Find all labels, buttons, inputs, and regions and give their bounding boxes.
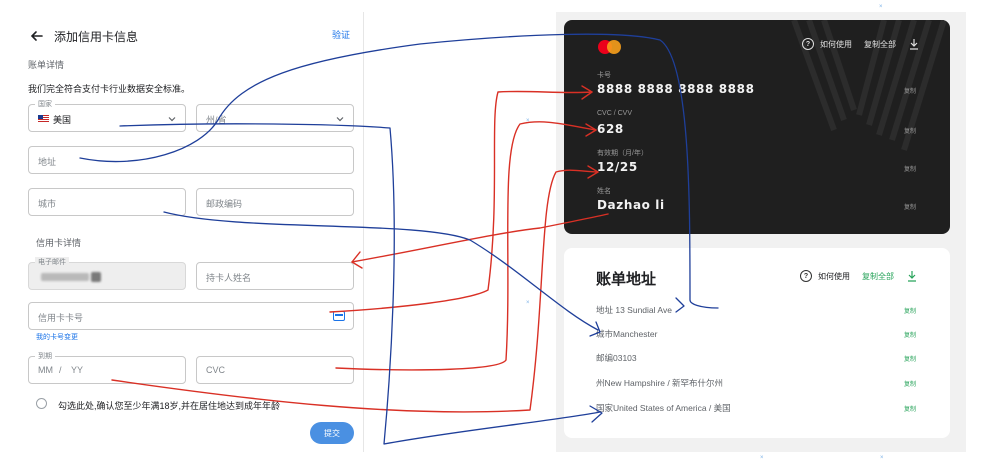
email-label: 电子邮件: [35, 257, 69, 267]
decor-cross: ×: [880, 455, 884, 461]
zip-placeholder: 邮政编码: [206, 199, 243, 209]
city-placeholder: 城市: [38, 199, 57, 209]
state-placeholder: 州/省: [206, 115, 227, 125]
us-flag-icon: [38, 115, 49, 123]
credit-card-form: 添加信用卡信息 验证 账单详情 我们完全符合支付卡行业数据安全标准。 国家 美国…: [18, 12, 364, 452]
change-card-link[interactable]: 我的卡号变更: [36, 334, 78, 341]
cardholder-input[interactable]: 持卡人姓名: [196, 262, 354, 290]
card-copy-all[interactable]: 复制全部: [864, 39, 896, 49]
billing-title: 账单地址: [596, 271, 657, 288]
copy-zip[interactable]: 复制: [903, 357, 916, 363]
cardholder-name-value: Dazhao li: [597, 198, 665, 212]
billing-section-label: 账单详情: [28, 60, 65, 70]
copy-state[interactable]: 复制: [903, 382, 916, 388]
form-header: 添加信用卡信息 验证: [28, 24, 354, 48]
billing-row-state: 州New Hampshire / 新罕布什尔州: [596, 378, 724, 388]
card-section-label: 信用卡详情: [36, 238, 82, 248]
email-field[interactable]: 电子邮件: [28, 257, 186, 290]
billing-help-link[interactable]: 如何使用: [818, 271, 850, 281]
billing-address-card: 账单地址 ? 如何使用 复制全部 地址 13 Sundial Ave 复制 城市…: [564, 248, 950, 438]
card-pattern: [791, 20, 947, 151]
billing-row-address: 地址 13 Sundial Ave: [596, 305, 672, 315]
copy-address[interactable]: 复制: [903, 309, 916, 315]
question-icon[interactable]: ?: [802, 38, 814, 50]
cvc-value: 628: [597, 122, 624, 136]
billing-copy-all[interactable]: 复制全部: [862, 271, 894, 281]
card-number-placeholder: 信用卡卡号: [38, 313, 84, 323]
expiry-label: 到期: [35, 351, 55, 361]
chevron-down-icon: [336, 117, 344, 122]
cardholder-name-label: 姓名: [597, 188, 611, 195]
zip-input[interactable]: 邮政编码: [196, 188, 354, 216]
country-label: 国家: [35, 99, 55, 109]
card-number-value: 8888 8888 8888 8888: [597, 82, 755, 96]
chevron-down-icon: [168, 117, 176, 122]
download-icon[interactable]: [906, 270, 918, 282]
cvc-label: CVC / CVV: [597, 110, 633, 117]
decor-cross: ×: [526, 300, 530, 306]
redacted-email: [41, 273, 89, 281]
card-actions: ? 如何使用 复制全部: [802, 38, 920, 50]
billing-row-city: 城市Manchester: [596, 329, 658, 339]
submit-button[interactable]: 提交: [310, 422, 354, 444]
cvc-input[interactable]: CVC: [196, 356, 354, 384]
age-consent-text: 勾选此处,确认您至少年满18岁,并在居住地达到成年年龄: [58, 401, 281, 411]
form-title: 添加信用卡信息: [54, 29, 139, 44]
virtual-card: ? 如何使用 复制全部 卡号 8888 8888 8888 8888 复制 CV…: [564, 20, 950, 234]
download-icon[interactable]: [908, 38, 920, 50]
state-select[interactable]: 州/省: [196, 104, 354, 132]
arrow-card-number: [329, 90, 593, 313]
copy-name[interactable]: 复制: [903, 205, 916, 211]
expiry-slash: /: [59, 365, 62, 375]
card-icon: [333, 311, 345, 321]
cardholder-placeholder: 持卡人姓名: [206, 273, 252, 283]
card-help-link[interactable]: 如何使用: [820, 39, 852, 49]
billing-row-country: 国家United States of America / 美国: [596, 403, 731, 413]
redacted-email-part: [91, 272, 101, 282]
expiry-yy: YY: [71, 365, 84, 375]
copy-card-number[interactable]: 复制: [903, 89, 916, 95]
expiry-mm: MM: [38, 365, 53, 375]
decor-cross: ×: [879, 4, 883, 10]
address-placeholder: 地址: [38, 157, 57, 167]
copy-city[interactable]: 复制: [903, 333, 916, 339]
expiry-input[interactable]: 到期 MM / YY: [28, 351, 186, 384]
billing-row-zip: 邮编03103: [596, 353, 637, 363]
expiry-date-value: 12/25: [597, 160, 638, 174]
city-input[interactable]: 城市: [28, 188, 186, 216]
billing-actions: ? 如何使用 复制全部: [800, 270, 918, 282]
copy-country[interactable]: 复制: [903, 407, 916, 413]
copy-cvc[interactable]: 复制: [903, 129, 916, 135]
card-number-input[interactable]: 信用卡卡号: [28, 302, 354, 330]
decor-cross: ×: [526, 118, 530, 124]
verify-link[interactable]: 验证: [331, 30, 350, 40]
mastercard-logo: [598, 40, 622, 54]
address-input[interactable]: 地址: [28, 146, 354, 174]
country-select[interactable]: 国家 美国: [28, 99, 186, 132]
age-consent-checkbox[interactable]: [36, 398, 47, 409]
cvc-placeholder: CVC: [206, 365, 226, 375]
question-icon[interactable]: ?: [800, 270, 812, 282]
card-number-label: 卡号: [597, 72, 611, 79]
compliance-text: 我们完全符合支付卡行业数据安全标准。: [28, 84, 191, 94]
country-value: 美国: [53, 115, 72, 125]
expiry-date-label: 有效期（月/年）: [597, 150, 648, 157]
back-arrow-icon[interactable]: [28, 27, 46, 45]
decor-cross: ×: [760, 455, 764, 461]
copy-expiry[interactable]: 复制: [903, 167, 916, 173]
